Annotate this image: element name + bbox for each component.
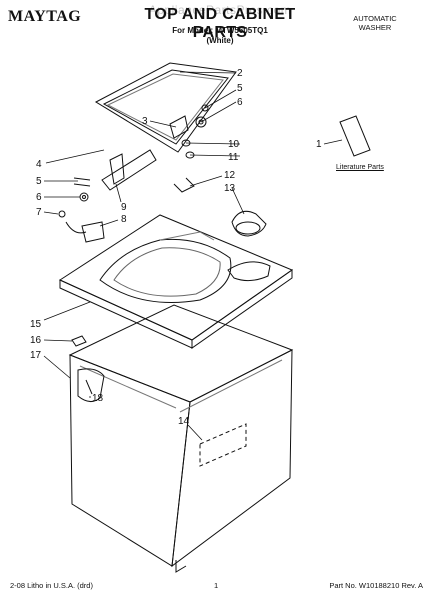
callout-15: 15 (30, 319, 42, 330)
callout-5-upper: 5 (237, 83, 243, 94)
cabinet-part (68, 304, 294, 573)
literature-part (339, 115, 371, 157)
callout-16: 16 (30, 335, 42, 346)
callout-3: 3 (142, 116, 148, 127)
callout-6-upper: 6 (237, 97, 243, 108)
callout-9: 9 (121, 202, 127, 213)
footer-part-number: Part No. W10188210 Rev. A (329, 581, 423, 590)
callout-2: 2 (237, 68, 243, 79)
callout-12: 12 (224, 170, 236, 181)
model-line: For Model: MTW5605TQ1 (172, 26, 268, 35)
callout-leaders (43, 71, 343, 441)
page-title: TOP AND CABINET PARTS (144, 6, 296, 41)
callout-10: 10 (228, 139, 240, 150)
lid-hinge-part (101, 115, 189, 191)
callout-18: 18 (92, 393, 104, 404)
callout-14: 14 (178, 416, 190, 427)
callout-13: 13 (224, 183, 236, 194)
screws-and-washers (73, 104, 209, 202)
lid-part (94, 62, 237, 153)
brand-logo: MAYTAG (8, 8, 82, 25)
footer-page-number: 1 (214, 581, 219, 590)
cabinet-hardware (71, 335, 105, 402)
literature-parts-label: Literature Parts (336, 164, 384, 171)
dispenser-part (231, 210, 267, 237)
watermark-text: AppliancePartsPros.com (148, 3, 292, 17)
callout-5-lower: 5 (36, 176, 42, 187)
callout-6-lower: 6 (36, 192, 42, 203)
callout-11: 11 (228, 152, 239, 163)
product-type: AUTOMATIC WASHER (335, 14, 415, 32)
footer-litho: 2-08 Litho in U.S.A. (drd) (10, 581, 93, 590)
callout-17: 17 (30, 350, 42, 361)
callout-7: 7 (36, 207, 42, 218)
callout-1: 1 (316, 139, 322, 150)
clip-part (173, 177, 195, 193)
product-line-2: WASHER (358, 23, 392, 32)
callout-4: 4 (36, 159, 42, 170)
callout-8: 8 (121, 214, 127, 225)
lid-switch-part (58, 210, 105, 243)
color-line: (White) (206, 36, 234, 45)
top-panel-part (58, 214, 294, 349)
product-line-1: AUTOMATIC (353, 14, 397, 23)
